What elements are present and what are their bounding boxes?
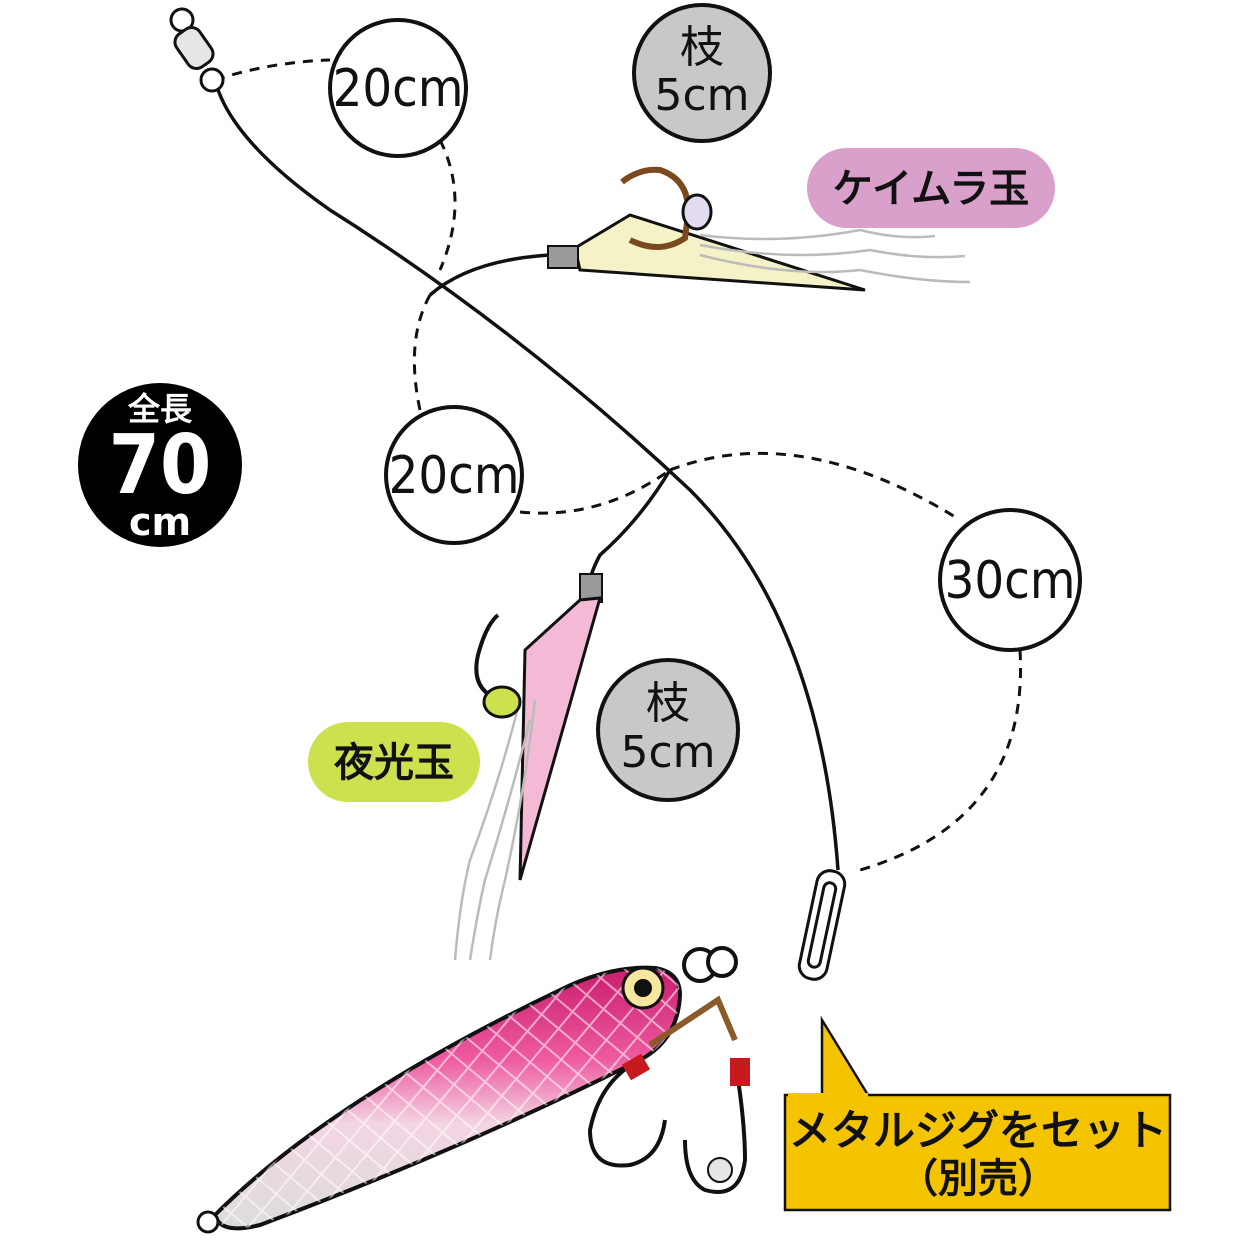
metal-jig-note: メタルジグをセット （別売） bbox=[783, 1015, 1172, 1212]
total-length-badge: 全長 70 cm bbox=[78, 383, 242, 547]
svg-text:夜光玉: 夜光玉 bbox=[333, 740, 454, 786]
svg-text:（別売）: （別売） bbox=[898, 1156, 1058, 1202]
svg-text:20cm: 20cm bbox=[333, 59, 464, 119]
svg-text:全長: 全長 bbox=[127, 390, 193, 428]
bottom-branch-hook bbox=[453, 469, 672, 961]
bottom-branch-length-label: 枝 5cm bbox=[596, 658, 740, 802]
swivel-icon bbox=[169, 7, 225, 93]
middle-length-label: 20cm bbox=[384, 405, 524, 545]
top-branch-length-label: 枝 5cm bbox=[632, 3, 772, 143]
snap-icon bbox=[797, 869, 847, 981]
svg-text:5cm: 5cm bbox=[654, 70, 749, 121]
svg-text:5cm: 5cm bbox=[620, 727, 715, 778]
glow-bead-tag: 夜光玉 bbox=[308, 722, 480, 802]
svg-text:70: 70 bbox=[109, 418, 212, 513]
main-line bbox=[213, 79, 840, 871]
top-length-label: 20cm bbox=[328, 18, 468, 158]
bottom-length-label: 30cm bbox=[938, 508, 1082, 652]
svg-text:枝: 枝 bbox=[646, 678, 690, 729]
keimura-bead-tag: ケイムラ玉 bbox=[807, 148, 1055, 228]
top-branch-hook bbox=[428, 166, 971, 297]
svg-text:30cm: 30cm bbox=[945, 551, 1076, 611]
svg-text:メタルジグをセット: メタルジグをセット bbox=[789, 1106, 1167, 1155]
svg-text:cm: cm bbox=[129, 500, 191, 544]
metal-jig-icon bbox=[196, 946, 750, 1234]
svg-text:枝: 枝 bbox=[680, 22, 724, 73]
svg-text:20cm: 20cm bbox=[389, 446, 520, 506]
dimension-lines bbox=[214, 58, 1023, 872]
svg-text:ケイムラ玉: ケイムラ玉 bbox=[833, 166, 1029, 212]
